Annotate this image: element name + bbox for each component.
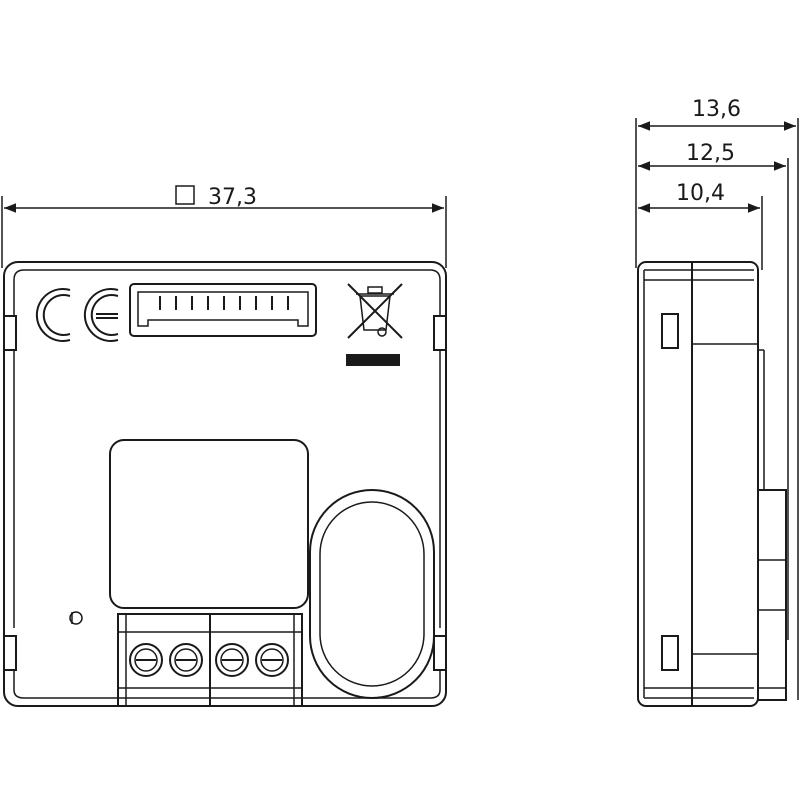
side-clip-top	[661, 313, 679, 349]
side-clip-bottom	[661, 635, 679, 671]
side-short-label: 10,4	[676, 181, 725, 206]
connector-pins	[159, 296, 289, 310]
housing-inner-top	[13, 269, 441, 330]
clip-right-bottom	[433, 635, 447, 671]
side-mid-label: 12,5	[686, 141, 735, 166]
side-clips	[3, 315, 447, 671]
led-indicator	[69, 611, 83, 625]
side-body-outline	[637, 261, 759, 707]
side-view: 13,6 12,5 10,4	[635, 97, 799, 707]
side-total-label: 13,6	[692, 97, 741, 122]
front-width-dimension: 37,3	[1, 185, 447, 268]
clip-right-top	[433, 315, 447, 351]
terminal-screw	[169, 643, 203, 677]
front-view: 37,3	[1, 185, 447, 707]
clip-left-top	[3, 315, 17, 351]
ce-mark-icon	[35, 288, 119, 342]
terminal-screw	[215, 643, 249, 677]
terminal-screw	[129, 643, 163, 677]
terminal-screw	[255, 643, 289, 677]
side-short-dimension: 10,4	[638, 181, 760, 213]
side-terminal-protrusion	[757, 349, 787, 701]
weee-bin-icon	[346, 283, 403, 366]
housing-inner-bottom	[13, 640, 441, 699]
clip-left-bottom	[3, 635, 17, 671]
pin-header-connector	[129, 283, 317, 337]
side-total-dimension: 13,6	[638, 97, 796, 131]
oval-opening	[309, 489, 435, 699]
front-width-label: 37,3	[208, 185, 257, 210]
square-dimension-icon	[175, 185, 195, 205]
label-area	[109, 439, 309, 609]
side-mid-dimension: 12,5	[638, 141, 786, 171]
terminal-block	[117, 613, 303, 707]
